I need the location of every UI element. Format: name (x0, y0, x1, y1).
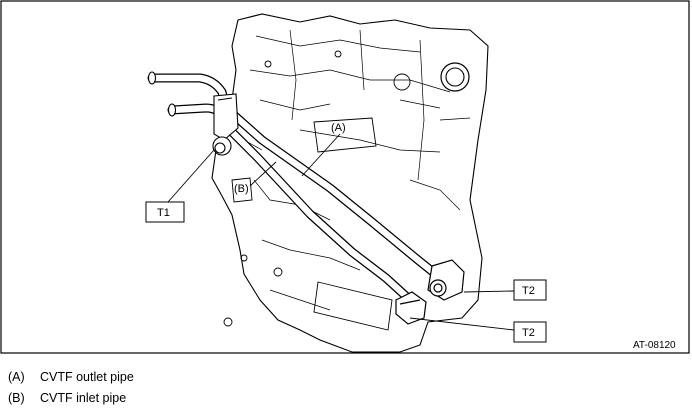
legend-text-a: CVTF outlet pipe (40, 370, 134, 384)
leader-lines (167, 133, 515, 331)
t1-bolt (212, 136, 232, 156)
legend-key-a: (A) (8, 370, 25, 384)
callout-t2-lower-box (513, 321, 547, 343)
callout-t2-upper: T2 (522, 285, 535, 297)
pipe-a-outlet (147, 73, 443, 281)
legend-item-b: (B) CVTF inlet pipe (8, 390, 126, 406)
callout-t2-upper-box (513, 279, 547, 301)
figure-frame (0, 0, 690, 354)
callout-a: (A) (331, 122, 346, 134)
case-bolts (223, 50, 342, 327)
legend-item-a: (A) CVTF outlet pipe (8, 369, 134, 385)
figure-id: AT-08120 (633, 340, 676, 351)
pipe-ends (147, 71, 177, 117)
case-port (393, 62, 470, 92)
legend-key-b: (B) (8, 391, 25, 405)
callout-b: (B) (234, 183, 249, 195)
t2-upper-nut (427, 259, 465, 301)
legend-text-b: CVTF inlet pipe (40, 391, 127, 405)
pipe-clamp (213, 93, 239, 141)
callout-t2-lower: T2 (522, 327, 535, 339)
callout-t1: T1 (157, 207, 170, 219)
transmission-case (211, 13, 489, 353)
case-pads (231, 117, 393, 331)
t2-lower-nut (395, 291, 427, 325)
callout-t1-box (145, 201, 185, 223)
